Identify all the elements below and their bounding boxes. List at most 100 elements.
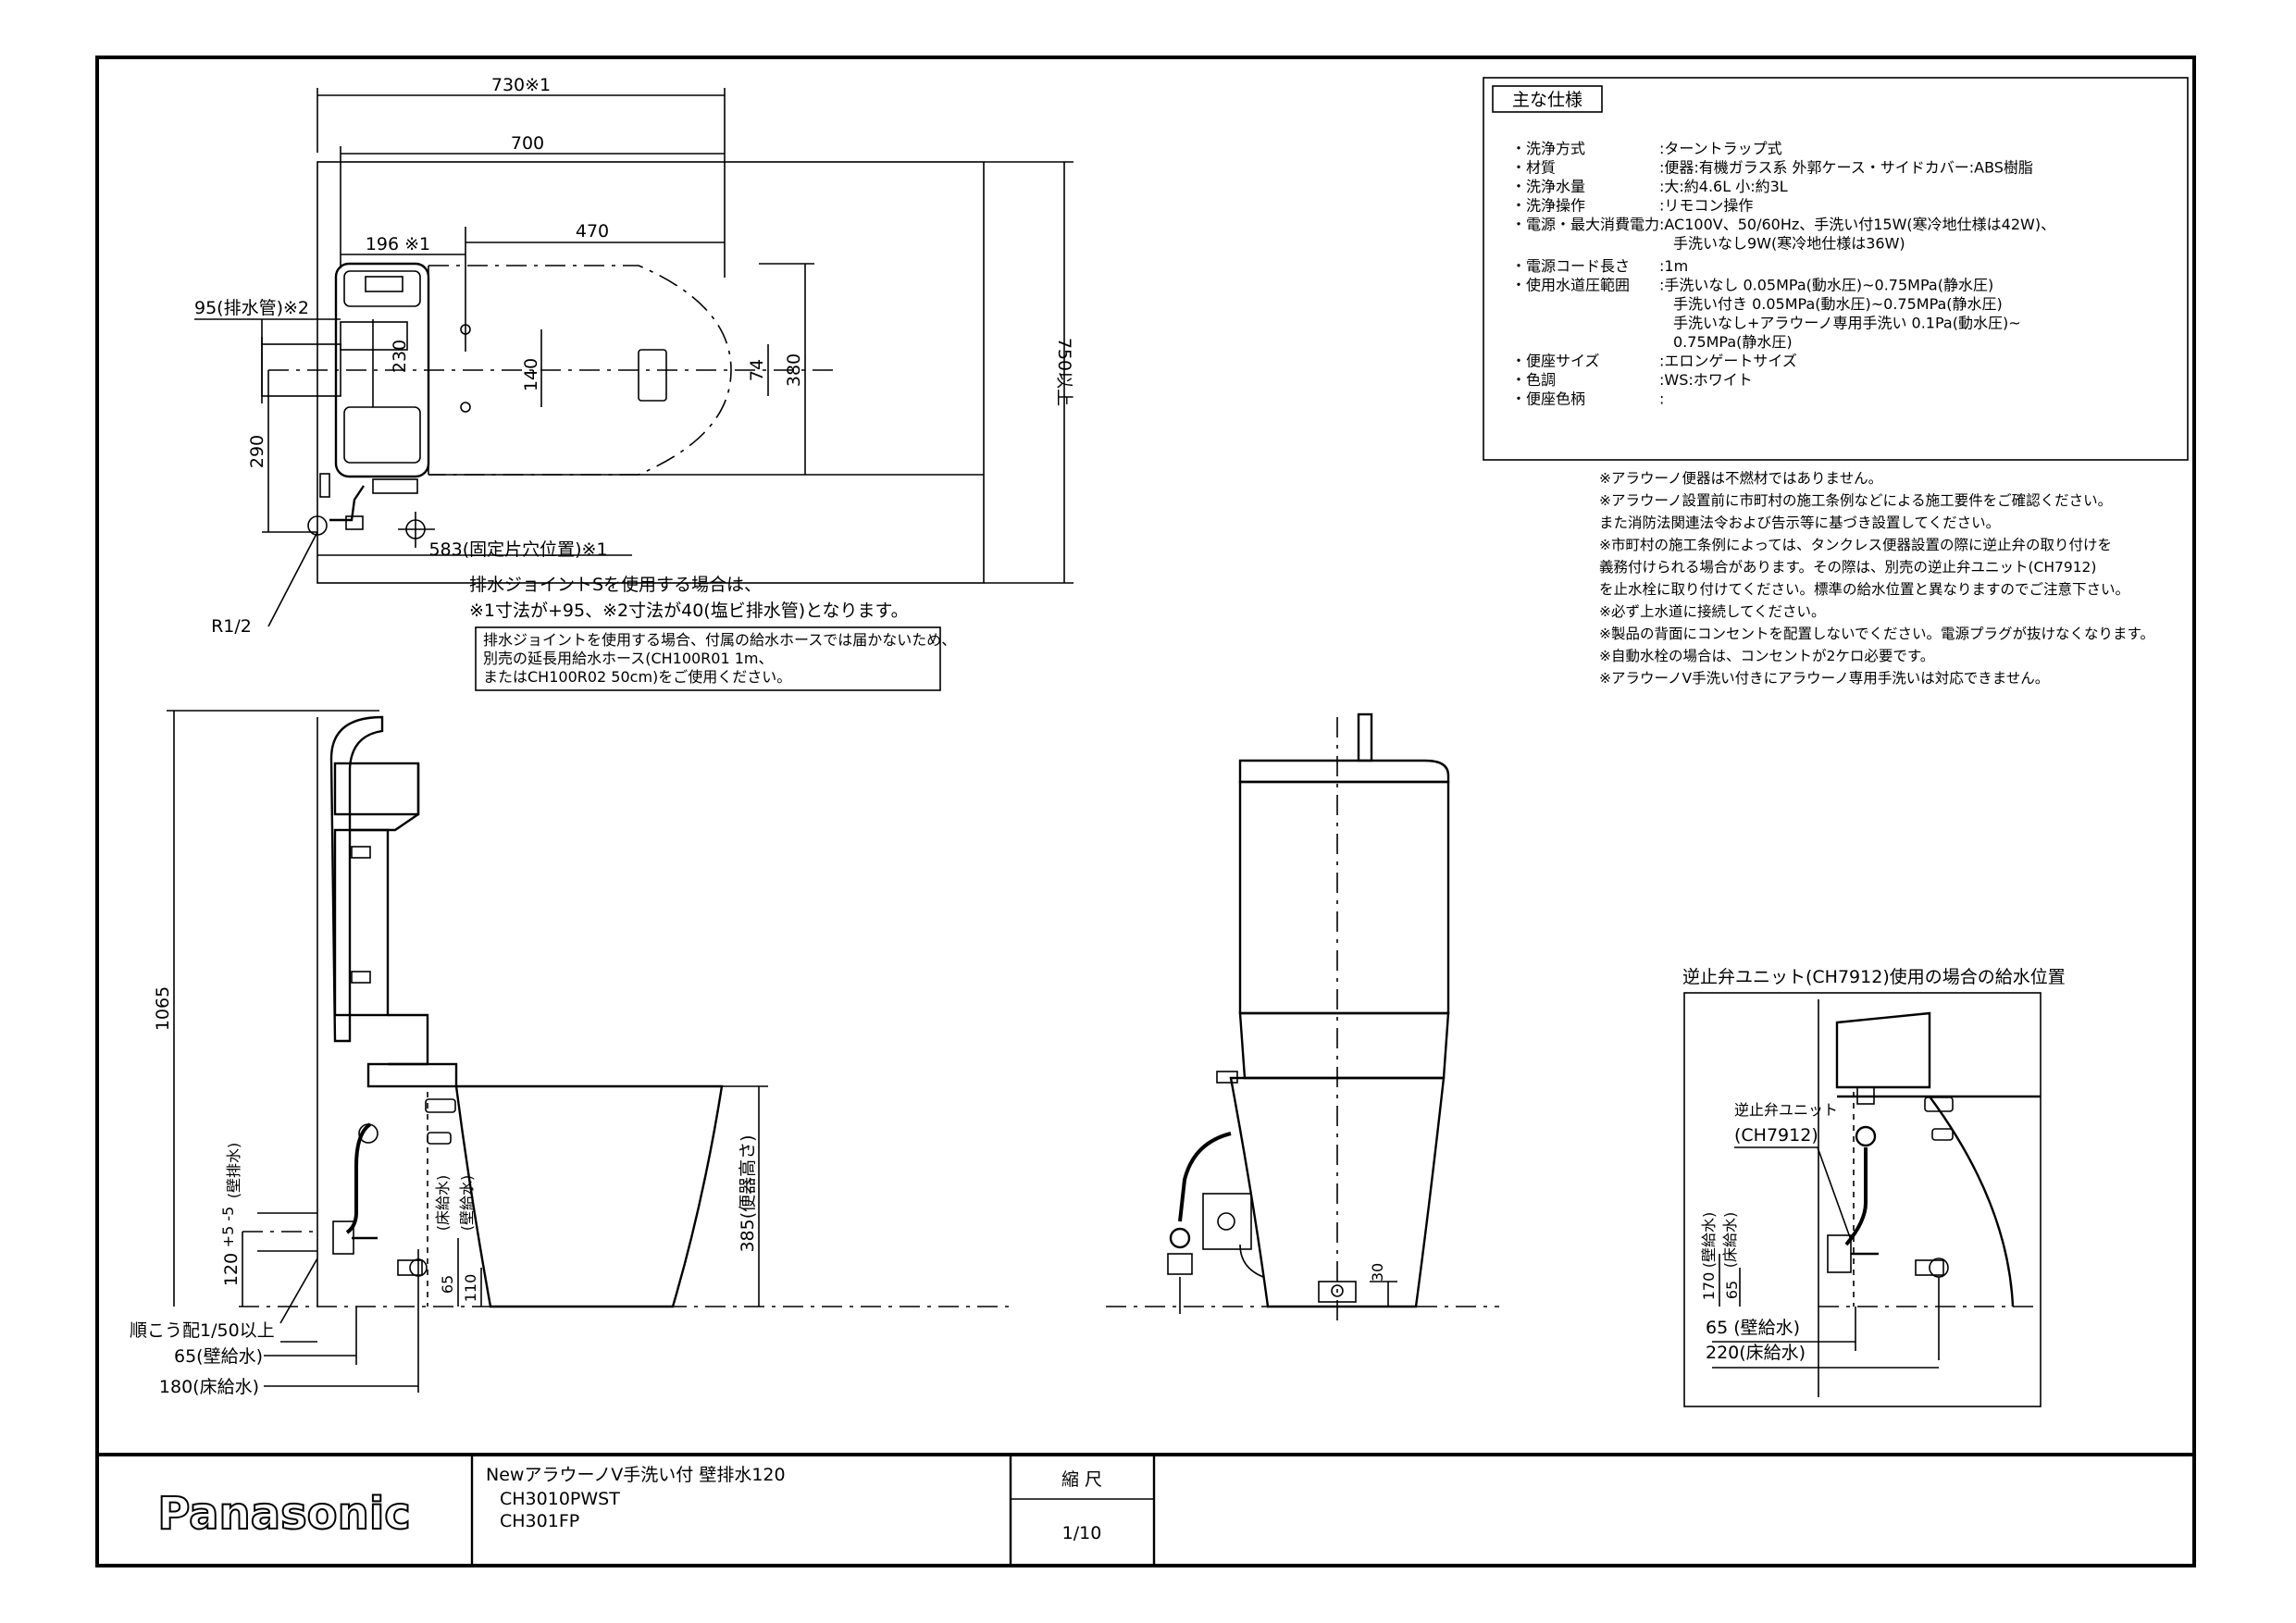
note-line: を止水栓に取り付けてください。標準の給水位置と異なりますのでご注意下さい。: [1599, 580, 2129, 598]
side-drain-label: (壁排水): [225, 1143, 242, 1199]
inset-dim-65v: 65: [1723, 1281, 1741, 1299]
plan-dim-95: 95(排水管)※2: [194, 298, 309, 318]
spec-box: [1483, 77, 2189, 461]
side-dim-120: 120: [221, 1253, 242, 1286]
note-line: ※アラウーノV手洗い付きにアラウーノ専用手洗いは対応できません。: [1599, 670, 2049, 687]
plan-view: 730※1 700 196 ※1 470 95: [194, 75, 1074, 691]
inset-title: 逆止弁ユニット(CH7912)使用の場合の給水位置: [1682, 967, 2066, 987]
inset-dim-65: 65 (壁給水): [1706, 1318, 1800, 1338]
side-dim-65v: 65: [439, 1275, 456, 1294]
spec-row-key: ・使用水道圧範囲: [1511, 277, 1630, 294]
spec-row-value: :AC100V、50/60Hz、手洗い付15W(寒冷地仕様は42W)、: [1659, 216, 2055, 233]
note-line: ※必ず上水道に接続してください。: [1599, 603, 1826, 620]
side-dim-180: 180(床給水): [159, 1377, 259, 1397]
spec-row-value: 0.75MPa(静水圧): [1673, 333, 1793, 351]
inset-valve-label2: (CH7912): [1734, 1125, 1818, 1146]
front-faucet: [1357, 712, 1373, 762]
spec-panel: 主な仕様 ・洗浄方式 :ターントラップ式・材質 :便器:有機ガラス系 外郭ケース・サ…: [1483, 77, 2189, 461]
inset-frame: [1683, 992, 2042, 1407]
inset-dim-220: 220(床給水): [1706, 1343, 1806, 1363]
spec-row-key: ・色調: [1511, 371, 1556, 389]
plan-r12: R1/2: [211, 616, 252, 637]
inset-dim-170: 170: [1700, 1272, 1718, 1301]
note-line: ※製品の背面にコンセントを配置しないでください。電源プラグが抜けなくなります。: [1599, 626, 2154, 642]
product-name: NewアラウーノV手洗い付 壁排水120: [486, 1465, 786, 1485]
spec-row-value: 手洗いなし9W(寒冷地仕様は36W): [1673, 235, 1905, 253]
plan-dim-74: 74: [747, 359, 767, 381]
spec-row-key: ・便座色柄: [1511, 390, 1585, 408]
spec-row-key: ・電源コード長さ: [1511, 257, 1630, 275]
note-line: 義務付けられる場合があります。その際は、別売の逆止弁ユニット(CH7912): [1599, 559, 2096, 576]
plan-note-line1: 排水ジョイントSを使用する場合は、: [469, 575, 762, 595]
plan-box-line3: またはCH100R02 50cm)をご使用ください。: [483, 668, 791, 686]
side-dim-110: 110: [462, 1274, 479, 1303]
spec-row-value: 手洗い付き 0.05MPa(動水圧)~0.75MPa(静水圧): [1673, 295, 2003, 313]
inset-wall-supply: (壁給水): [1700, 1212, 1718, 1269]
front-tank: [1238, 780, 1450, 1015]
spec-row-value: :リモコン操作: [1659, 197, 1753, 215]
spec-rows: ・洗浄方式 :ターントラップ式・材質 :便器:有機ガラス系 外郭ケース・サイドカバー…: [1511, 140, 2055, 408]
title-block: Panasonic NewアラウーノV手洗い付 壁排水120 CH3010PWS…: [156, 1455, 1156, 1566]
spec-row-value: :ターントラップ式: [1659, 140, 1782, 157]
side-floor-supply: (床給水): [434, 1175, 452, 1232]
plan-dim-196: 196 ※1: [366, 234, 430, 254]
plan-room-outline: [316, 161, 985, 584]
spec-title: 主な仕様: [1512, 90, 1582, 110]
check-valve-inset: 逆止弁ユニット(CH7912)使用の場合の給水位置 逆止弁ユニット (CH791…: [1682, 967, 2066, 1407]
side-elevation: 1065 385(便器高さ) (壁排水) +5 -5 120 (床給水) (壁給…: [130, 710, 1009, 1397]
side-drain-tol: +5 -5: [219, 1207, 237, 1248]
spec-row-key: ・電源・最大消費電力: [1511, 216, 1659, 233]
panasonic-logo: Panasonic: [157, 1488, 410, 1540]
inset-valve-label1: 逆止弁ユニット: [1734, 1101, 1838, 1119]
note-line: また消防法関連法令および告示等に基づき設置してください。: [1599, 514, 2000, 531]
plan-dim-750: 750以上: [1054, 338, 1074, 406]
notes-list: ※アラウーノ便器は不燃材ではありません。 ※アラウーノ設置前に市町村の施工条例など…: [1599, 470, 2154, 687]
front-dim-30: 30: [1369, 1263, 1386, 1282]
model-number-2: CH301FP: [500, 1511, 579, 1531]
side-wall-supply: (壁給水): [458, 1175, 476, 1232]
plan-box-line1: 排水ジョイントを使用する場合、付属の給水ホースでは届かないため、: [483, 631, 956, 649]
spec-row-key: ・洗浄水量: [1511, 178, 1585, 195]
spec-row-key: ・洗浄方式: [1511, 140, 1585, 157]
scale-label: 縮 尺: [1061, 1469, 1102, 1490]
front-elevation: 30: [1106, 712, 1499, 1323]
side-dim-1065: 1065: [153, 986, 173, 1031]
spec-row-value: :便器:有機ガラス系 外郭ケース・サイドカバー:ABS樹脂: [1659, 159, 2033, 177]
side-tank: [333, 828, 390, 1017]
spec-row-value: :手洗いなし 0.05MPa(動水圧)~0.75MPa(静水圧): [1659, 277, 1993, 294]
spec-row-value: :WS:ホワイト: [1659, 371, 1753, 389]
spec-row-value: 手洗いなし+アラウーノ専用手洗い 0.1Pa(動水圧)~: [1673, 315, 2021, 332]
plan-dim-290: 290: [247, 435, 267, 468]
plan-dim-470: 470: [576, 221, 609, 242]
side-bowl: [454, 1084, 724, 1308]
plan-dim-230: 230: [390, 340, 410, 373]
plan-dim-380: 380: [784, 353, 804, 387]
note-line: ※市町村の施工条例によっては、タンクレス便器設置の際に逆止弁の取り付けを: [1599, 537, 2112, 553]
note-line: ※自動水栓の場合は、コンセントが2ケロ必要です。: [1599, 648, 1934, 664]
side-slope-note: 順こう配1/50以上: [130, 1320, 275, 1341]
plan-box-line2: 別売の延長用給水ホース(CH100R01 1m、: [483, 650, 774, 667]
side-dim-65: 65(壁給水): [174, 1346, 263, 1367]
spec-row-key: ・洗浄操作: [1511, 197, 1585, 215]
note-line: ※アラウーノ設置前に市町村の施工条例などによる施工要件をご確認ください。: [1599, 492, 2112, 509]
model-number-1: CH3010PWST: [500, 1489, 620, 1509]
side-spout: [329, 715, 384, 1043]
scale-value: 1/10: [1062, 1523, 1102, 1543]
spec-row-key: ・便座サイズ: [1511, 353, 1600, 370]
spec-row-value: :大:約4.6L 小:約3L: [1659, 178, 1788, 195]
side-dim-385: 385(便器高さ): [738, 1134, 758, 1252]
front-bowl: [1229, 1076, 1446, 1308]
spec-row-key: ・材質: [1511, 159, 1556, 177]
plan-dim-700: 700: [511, 133, 544, 154]
inset-floor-supply: (床給水): [1721, 1212, 1739, 1269]
plan-dim-583: 583(固定片穴位置)※1: [428, 539, 607, 560]
plan-hose-note-box: [475, 626, 941, 691]
spec-row-value: :1m: [1659, 257, 1688, 275]
plan-bowl-outline: [428, 265, 732, 476]
note-line: ※アラウーノ便器は不燃材ではありません。: [1599, 470, 1882, 487]
plan-dim-730: 730※1: [491, 75, 551, 95]
spec-row-value: :エロンゲートサイズ: [1659, 353, 1797, 370]
plan-note-line2: ※1寸法が+95、※2寸法が40(塩ビ排水管)となります。: [469, 601, 909, 621]
spec-row-value: :: [1659, 390, 1664, 408]
